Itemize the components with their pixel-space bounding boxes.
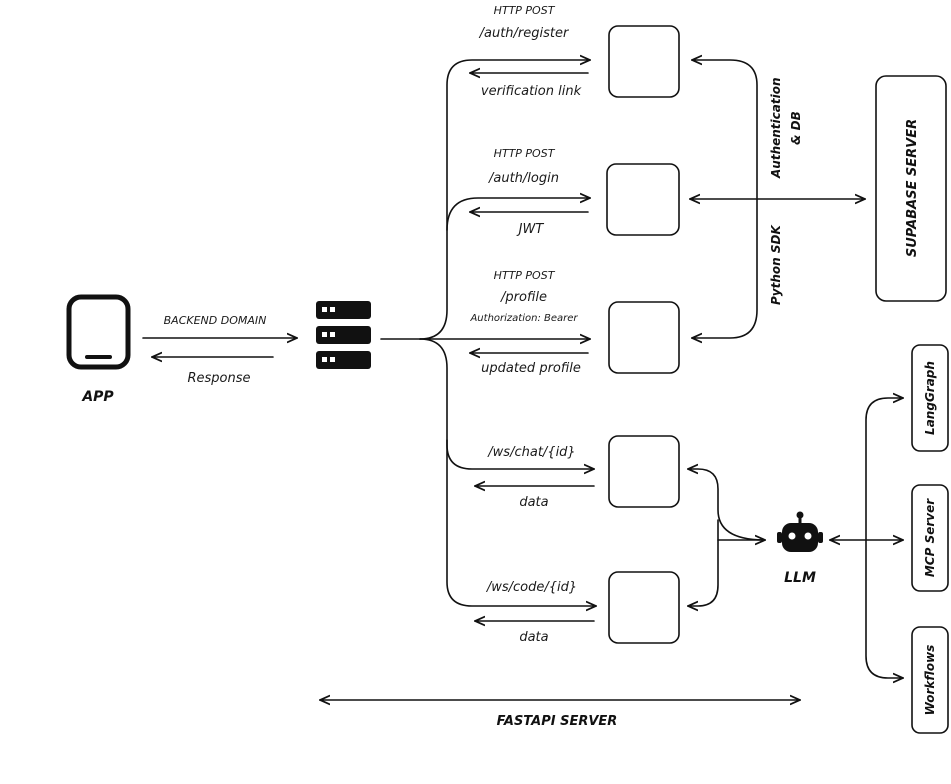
endpoint-box-login bbox=[606, 163, 680, 236]
endpoint-box-profile bbox=[608, 301, 680, 374]
route-method-login: HTTP POST bbox=[494, 147, 556, 160]
tool-label-langgraph: LangGraph bbox=[923, 361, 937, 435]
supabase-connectors bbox=[690, 60, 865, 338]
supabase-link-auth-label: Authentication bbox=[769, 78, 783, 180]
tool-box-workflows bbox=[911, 626, 949, 734]
route-path-profile: /profile bbox=[500, 290, 547, 305]
supabase-server-box bbox=[875, 75, 947, 302]
endpoint-box-chat bbox=[608, 435, 680, 508]
route-path-code: /ws/code/{id} bbox=[486, 580, 577, 595]
tool-label-workflows: Workflows bbox=[923, 645, 937, 716]
server-icon bbox=[316, 301, 371, 369]
route-return-chat: data bbox=[519, 495, 548, 510]
route-return-login: JWT bbox=[516, 222, 545, 237]
route-return-register: verification link bbox=[481, 84, 582, 99]
fastapi-label: FASTAPI SERVER bbox=[497, 714, 618, 729]
response-label: Response bbox=[187, 371, 250, 386]
supabase-server-label: SUPABASE SERVER bbox=[905, 119, 920, 257]
llm-connectors bbox=[688, 398, 903, 678]
robot-icon bbox=[777, 511, 823, 552]
route-return-profile: updated profile bbox=[481, 361, 581, 376]
supabase-link-sdk-label: Python SDK bbox=[769, 224, 783, 305]
tool-box-langgraph bbox=[911, 344, 949, 452]
route-method-register: HTTP POST bbox=[494, 4, 556, 17]
route-header-profile: Authorization: Bearer bbox=[469, 313, 578, 324]
tool-label-mcp-server: MCP Server bbox=[923, 498, 937, 577]
tool-box-mcp-server bbox=[911, 484, 949, 592]
endpoint-box-code bbox=[608, 571, 680, 644]
supabase-link-db-label: & DB bbox=[789, 111, 803, 145]
app-label: APP bbox=[81, 389, 114, 405]
route-path-login: /auth/login bbox=[488, 171, 559, 186]
endpoint-box-register bbox=[608, 25, 680, 98]
route-path-register: /auth/register bbox=[479, 26, 570, 41]
route-path-chat: /ws/chat/{id} bbox=[487, 445, 575, 460]
route-return-code: data bbox=[519, 630, 548, 645]
route-connectors bbox=[380, 60, 596, 606]
request-label: BACKEND DOMAIN bbox=[164, 314, 267, 327]
phone-icon bbox=[66, 294, 131, 370]
llm-label: LLM bbox=[784, 570, 816, 586]
route-method-profile: HTTP POST bbox=[494, 269, 556, 282]
